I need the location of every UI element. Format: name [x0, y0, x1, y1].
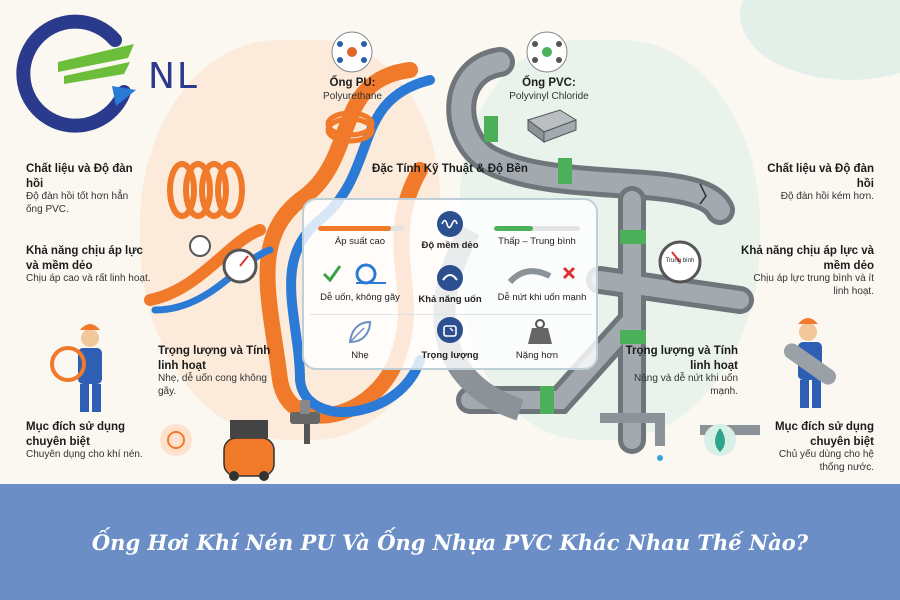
right-weight-title: Trọng lượng và Tính linh hoạt: [625, 345, 738, 372]
right-pressure: Khả năng chịu áp lực và mềm dẻo Chịu áp …: [740, 244, 874, 299]
title-banner: Ống Hơi Khí Nén PU Và Ống Nhựa PVC Khác …: [0, 484, 900, 600]
right-purpose: Mục đích sử dụng chuyên biệt Chủ yếu dùn…: [754, 420, 874, 475]
left-purpose-title: Mục đích sử dụng chuyên biệt: [26, 421, 126, 448]
left-pressure-desc: Chịu áp cao và rất linh hoạt.: [26, 273, 151, 285]
pu-roll-icon: [325, 110, 375, 144]
compressor-icon: [223, 420, 275, 481]
left-weight-title: Trọng lượng và Tính linh hoạt: [158, 345, 271, 372]
pvc-subtitle: Polyvinyl Chloride: [509, 90, 589, 102]
right-weight-desc: Nặng và dễ nứt khi uốn mạnh.: [634, 373, 738, 398]
pvc-pressure-bar: [494, 226, 580, 231]
right-pressure-title: Khả năng chịu áp lực và mềm dẻo: [741, 245, 874, 272]
pressure-label: Áp suất cao: [334, 236, 386, 247]
molecule-icon: [331, 31, 568, 73]
right-material: Chất liệu và Độ đàn hồi Độ đàn hồi kém h…: [754, 162, 874, 204]
banner-title: Ống Hơi Khí Nén PU Và Ống Nhựa PVC Khác …: [91, 529, 809, 555]
logo-icon: [16, 14, 136, 133]
gauge-icon: [189, 235, 702, 284]
left-material-desc: Độ đàn hồi tốt hơn hẳn ống PVC.: [26, 191, 129, 216]
check-icon: [322, 265, 342, 283]
left-purpose-desc: Chuyên dụng cho khí nén.: [26, 449, 143, 461]
right-pressure-desc: Chịu áp lực trung bình và ít linh hoạt.: [753, 273, 874, 298]
compressed-air-circle-icon: [160, 424, 192, 456]
infographic: NL Ống PU: Polyurethane Ống PVC: Polyvin…: [16, 0, 900, 481]
pvc-bend-icon: [507, 266, 576, 285]
left-weight: Trọng lượng và Tính linh hoạt Nhẹ, dễ uố…: [158, 344, 272, 399]
gauge-label: Trung bình: [665, 258, 695, 264]
left-material-title: Chất liệu và Độ đàn hồi: [26, 163, 133, 190]
weight-label: Trọng lượng: [421, 350, 479, 361]
pvc-bend-label: Dễ nứt khi uốn mạnh: [497, 292, 587, 303]
leaf-icon: [348, 320, 372, 344]
right-weight: Trọng lượng và Tính linh hoạt Nặng và dễ…: [622, 344, 738, 399]
right-purpose-title: Mục đích sử dụng chuyên biệt: [774, 421, 874, 448]
row-divider: [310, 314, 592, 315]
spray-gun-icon: [290, 400, 320, 444]
pvc-pressure-label: Thấp – Trung bình: [498, 236, 576, 247]
center-title: Đặc Tính Kỹ Thuật & Độ Bền: [372, 163, 528, 175]
left-weight-desc: Nhẹ, dễ uốn cong không gãy.: [158, 373, 267, 398]
pu-title: Ống PU:: [329, 77, 376, 89]
softness-label: Độ mềm dẻo: [421, 240, 479, 251]
right-purpose-desc: Chủ yếu dùng cho hệ thống nước.: [778, 449, 874, 474]
left-pressure-title: Khả năng chịu áp lực và mềm dẻo: [26, 245, 143, 272]
pu-subtitle: Polyurethane: [323, 90, 382, 102]
pvc-title-block: Ống PVC: Polyvinyl Chloride: [490, 76, 608, 104]
pvc-block-icon: [526, 109, 578, 143]
pu-bend-icon: [322, 263, 386, 285]
pvc-title: Ống PVC:: [522, 77, 576, 89]
scale-icon: [437, 317, 463, 343]
pvc-weight-label: Nặng hơn: [515, 350, 559, 361]
spring-icon: [437, 211, 463, 237]
left-material: Chất liệu và Độ đàn hồi Độ đàn hồi tốt h…: [26, 162, 146, 217]
worker-icon: [50, 318, 837, 412]
right-material-title: Chất liệu và Độ đàn hồi: [767, 163, 874, 190]
pu-bend-label: Dễ uốn, không gãy: [320, 292, 400, 303]
water-drop-icon: [704, 424, 736, 456]
pu-pressure-bar: [318, 226, 404, 231]
bend-icon: [437, 265, 463, 291]
cross-icon: [562, 266, 576, 280]
right-material-desc: Độ đàn hồi kém hơn.: [780, 191, 874, 203]
pu-weight-label: Nhẹ: [351, 350, 369, 361]
pu-title-block: Ống PU: Polyurethane: [300, 76, 405, 104]
bend-label: Khả năng uốn: [418, 294, 482, 305]
left-pressure: Khả năng chịu áp lực và mềm dẻo Chịu áp …: [26, 244, 154, 286]
weight-icon: [528, 319, 552, 344]
left-purpose: Mục đích sử dụng chuyên biệt Chuyên dụng…: [26, 420, 146, 462]
logo-text: NL: [148, 56, 199, 97]
coil-icon: [167, 161, 245, 219]
